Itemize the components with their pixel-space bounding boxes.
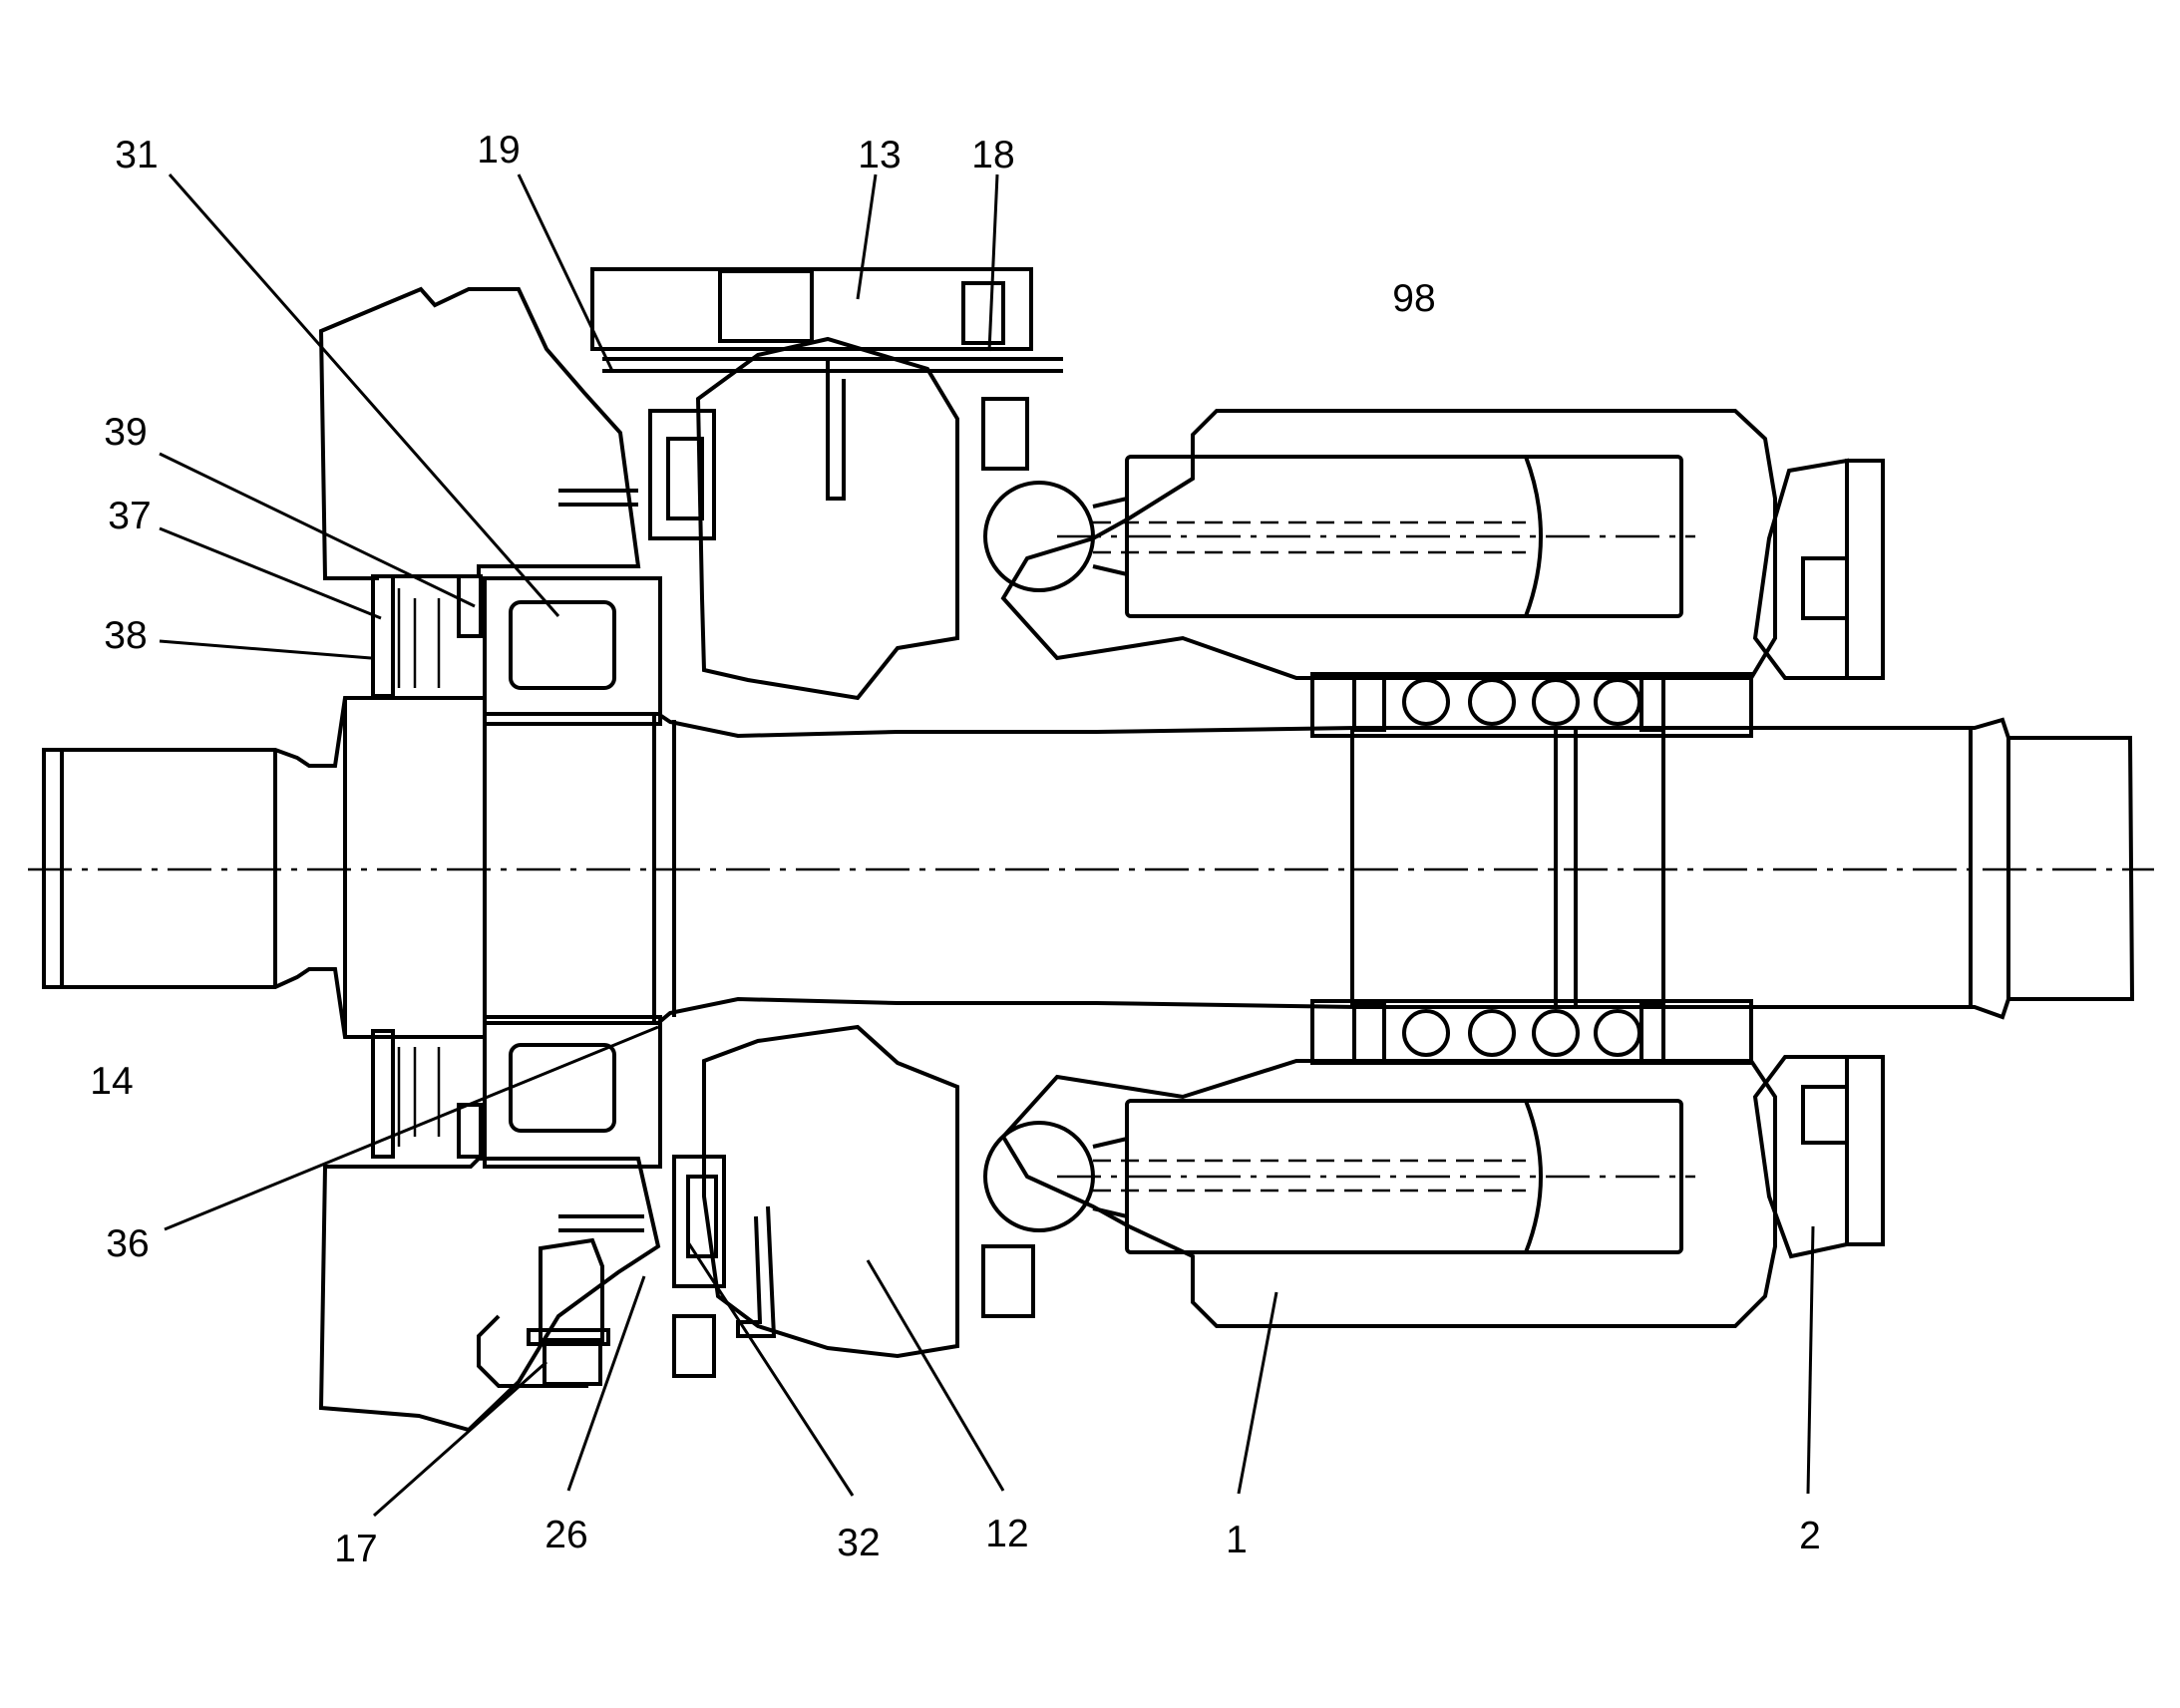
cylinder-block <box>1000 409 1777 1328</box>
callout-26: 26 <box>545 1514 587 1556</box>
callout-98: 98 <box>1392 277 1435 320</box>
callout-31: 31 <box>115 134 158 176</box>
callout-12: 12 <box>985 1513 1028 1555</box>
rear-cover <box>1752 458 1885 1259</box>
leader-lines <box>159 173 1815 1518</box>
shaft-seal-assembly <box>371 574 483 1159</box>
leader-18 <box>987 173 999 352</box>
callout-2: 2 <box>1799 1515 1821 1557</box>
leader-1 <box>1237 1291 1278 1495</box>
callout-17: 17 <box>334 1528 377 1570</box>
leader-39 <box>159 452 476 608</box>
callout-14: 14 <box>90 1060 133 1103</box>
leader-36 <box>164 1025 659 1231</box>
drive-shaft <box>28 696 2154 1039</box>
leader-38 <box>159 639 372 660</box>
swash-plate-housing <box>695 336 959 1359</box>
leader-19 <box>517 173 614 372</box>
callout-36: 36 <box>106 1222 149 1265</box>
lower-control-block <box>477 489 1035 1388</box>
leader-31 <box>168 173 560 617</box>
leader-17 <box>373 1360 547 1518</box>
piston-lower <box>983 1099 1695 1254</box>
leader-2 <box>1806 1225 1815 1495</box>
callout-32: 32 <box>837 1522 880 1564</box>
spring-pack <box>1352 672 1665 1063</box>
front-housing <box>318 286 661 1433</box>
callout-1: 1 <box>1226 1519 1248 1561</box>
leader-12 <box>866 1259 1005 1492</box>
leader-32 <box>686 1241 855 1497</box>
callout-38: 38 <box>104 614 147 657</box>
control-housing <box>590 267 1063 540</box>
callout-19: 19 <box>477 129 520 171</box>
leader-37 <box>159 526 382 620</box>
leader-13 <box>856 173 878 300</box>
callout-18: 18 <box>971 134 1014 176</box>
callout-labels: 31 19 13 18 98 39 37 38 14 36 17 26 32 1… <box>90 129 1821 1570</box>
callout-13: 13 <box>858 134 901 176</box>
leader-26 <box>566 1275 646 1492</box>
callout-39: 39 <box>104 411 147 454</box>
callout-37: 37 <box>108 495 151 537</box>
front-bearing <box>483 576 662 1169</box>
piston-upper <box>983 455 1695 618</box>
